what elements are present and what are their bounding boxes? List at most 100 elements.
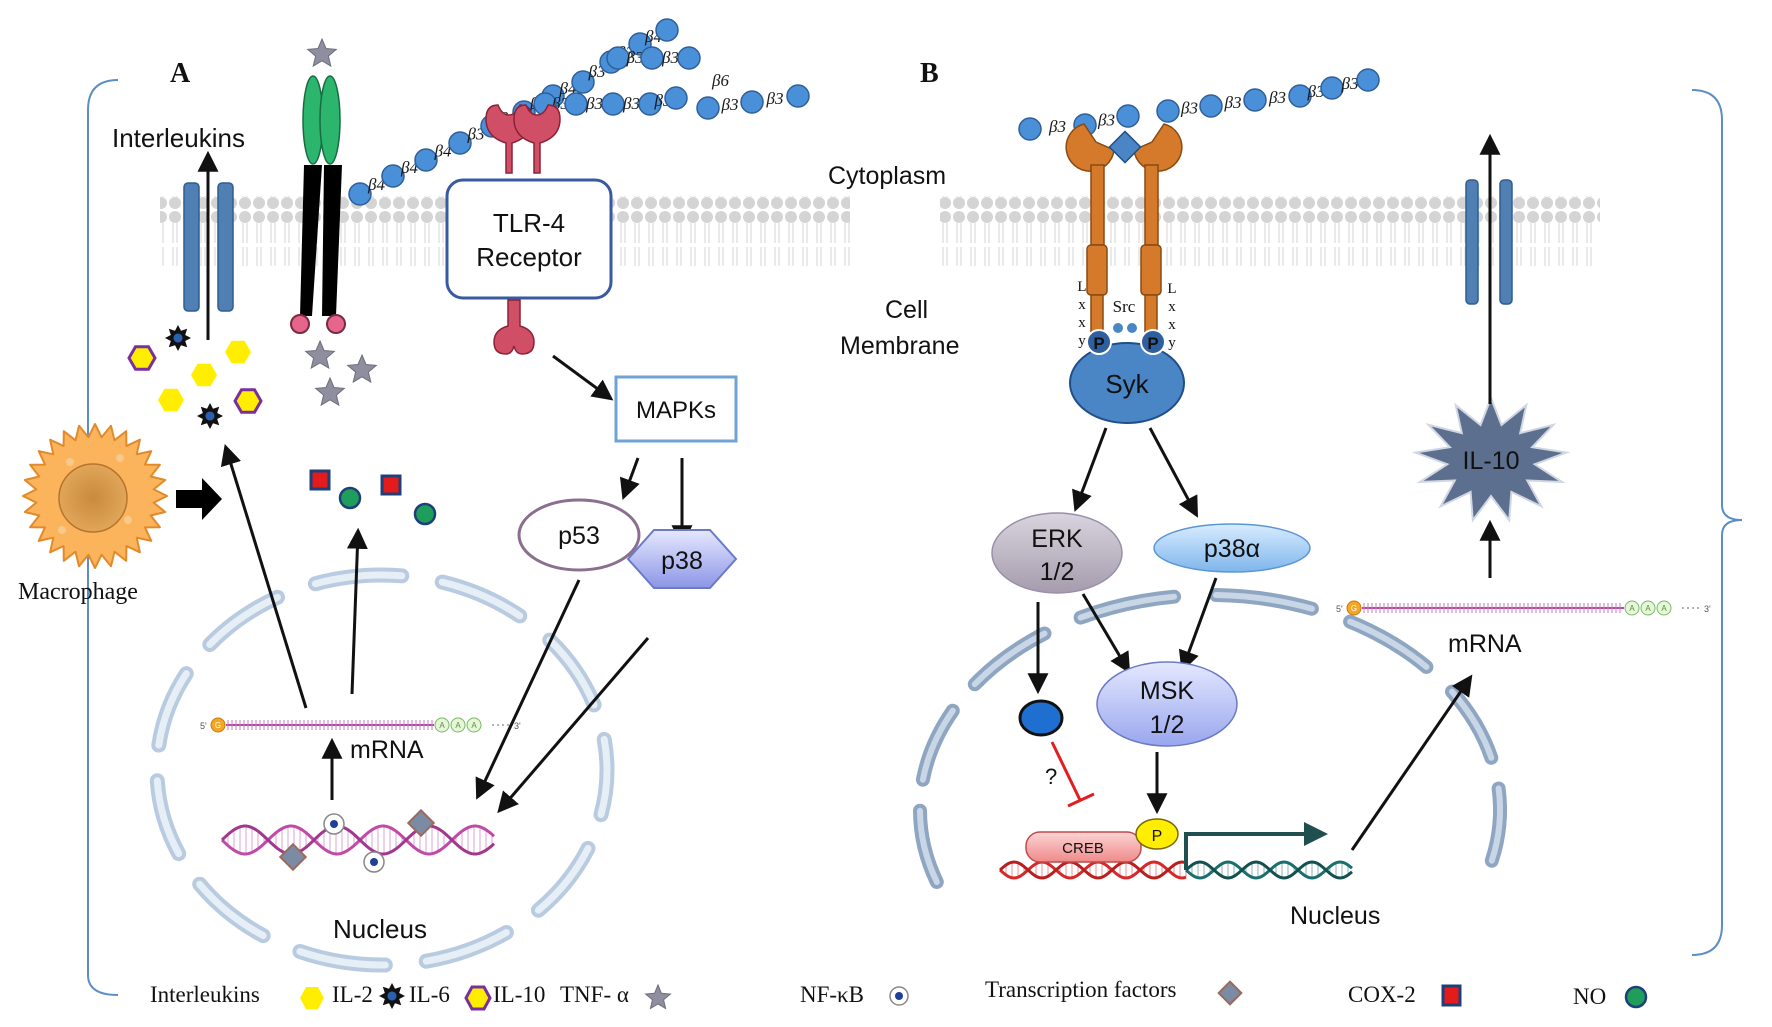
- mapks-to-p53-arrow: [619, 457, 640, 500]
- glucan-bead-icon: [1199, 94, 1223, 118]
- glucan-linkage-label: β3: [1097, 111, 1115, 130]
- il2-icon: [225, 340, 251, 364]
- il-channel-left: [183, 182, 200, 312]
- mrna-cap-label: G: [215, 721, 221, 730]
- transcription-arrow-head-icon: [1304, 822, 1328, 846]
- polya-label: A: [439, 721, 445, 730]
- glucan-linkage-label: β3: [467, 125, 485, 144]
- mrna-label-b: mRNA: [1448, 630, 1522, 658]
- mrna-cap-icon: [1346, 600, 1362, 616]
- mapks-box: [614, 375, 738, 443]
- polya-bead-icon: [434, 717, 450, 733]
- glucan-linkage-label: β3: [1224, 93, 1242, 112]
- phospho-left-label: P: [1093, 334, 1104, 353]
- tlr4-label-line2: Receptor: [476, 242, 582, 272]
- polya-bead-icon: [466, 717, 482, 733]
- legend-no-icon: [1624, 985, 1648, 1009]
- glucan-bead-icon: [448, 131, 472, 155]
- glucan-bead-icon: [1243, 88, 1267, 112]
- legend-tf-icon: [1217, 980, 1243, 1006]
- nuclear-envelope-highlight: [534, 844, 592, 914]
- syk-label: Syk: [1105, 369, 1149, 399]
- syk-node: [1069, 342, 1185, 424]
- tlr4-receptor-box: [445, 178, 613, 300]
- glucan-bead-icon: [1116, 104, 1140, 128]
- glucan-linkage-label: β6: [711, 71, 729, 90]
- legend-tnf-icon: [644, 983, 672, 1010]
- glucan-bead-icon: [1018, 117, 1042, 141]
- p38a-to-msk-arrow: [1178, 577, 1218, 672]
- glucan-linkage-label: β4: [434, 142, 452, 161]
- tlr4-to-mapks-arrow: [552, 354, 614, 401]
- nuclear-envelope-highlight: [1488, 785, 1504, 864]
- glucan-linkage-label: β4: [367, 175, 385, 194]
- beta-glucan-chain-a: β4β4β4β3β4β4β4β3β3β4β3β3β3β3β3β3β3β3β6: [348, 18, 810, 206]
- itam-letter: x: [1168, 317, 1176, 333]
- legend-tnf-star-icon: [644, 983, 672, 1010]
- macrophage-arrow-icon: [176, 478, 222, 520]
- nuclear-envelope-highlight: [196, 880, 267, 940]
- phospho-left-icon: [1086, 329, 1112, 355]
- syk-to-erk-arrow: [1072, 427, 1108, 512]
- cytoplasm-label: Cytoplasm: [828, 162, 946, 190]
- macrophage-icon: [22, 423, 168, 569]
- il6-core: [387, 991, 397, 1001]
- dna-helix-a: [220, 824, 496, 856]
- glucan-linkage-label: β3: [721, 95, 739, 114]
- legend-il2-icon: [300, 987, 324, 1009]
- il10-burst-shape: [1411, 395, 1571, 523]
- unknown-factor-node: [1018, 699, 1064, 737]
- glucan-bead-icon: [1356, 68, 1380, 92]
- panel-a-letter: A: [170, 58, 191, 89]
- glucan-bead-icon: [786, 84, 810, 108]
- p38-label: p38: [661, 547, 703, 575]
- nuclear-envelope-highlight: [1347, 618, 1430, 670]
- macrophage-label: Macrophage: [18, 579, 138, 605]
- creb-node: [1025, 831, 1142, 863]
- itam-letter: y: [1168, 335, 1176, 351]
- legend-tnf: TNF- α: [560, 982, 629, 1007]
- legend-il10: IL-10: [493, 982, 545, 1007]
- legend-il10-icon: [464, 985, 492, 1011]
- nuclear-envelope-highlight: [919, 707, 956, 783]
- polya-bead-icon: [1640, 600, 1656, 616]
- mrna-three-prime: 3': [1704, 604, 1711, 614]
- syk-to-p38a-arrow: [1148, 427, 1198, 518]
- inhibition-line: [1050, 741, 1095, 808]
- msk-node: [1096, 661, 1238, 747]
- cox2-no-products: [309, 469, 437, 526]
- macrophage-vesicle: [116, 454, 124, 462]
- erk-to-msk-arrow: [1081, 593, 1131, 674]
- polya-label: A: [471, 721, 477, 730]
- il-channel-right: [217, 182, 234, 312]
- phospho-right-label: P: [1147, 334, 1158, 353]
- nfkb-and-tf-on-dna: [278, 808, 436, 873]
- il2-icon: [191, 363, 217, 387]
- glucan-bead-icon: [348, 182, 372, 206]
- tlr4-receptor-icon: [485, 104, 561, 355]
- erk-label-line2: 1/2: [1040, 558, 1075, 586]
- glucan-bead-icon: [1156, 99, 1180, 123]
- tnf-star-icon: [314, 376, 346, 407]
- tnf-star-icon: [306, 37, 338, 68]
- tlr4-label-line1: TLR-4: [493, 208, 565, 238]
- polya-bead-icon: [1656, 600, 1672, 616]
- p38-node: [626, 529, 738, 589]
- src-dot-left: [1113, 323, 1123, 333]
- macrophage-vesicle: [58, 526, 66, 534]
- glucan-linkage-label: β3: [766, 89, 784, 108]
- panel-b-bracket: [1691, 89, 1743, 956]
- glucan-bead-icon: [381, 164, 405, 188]
- legend-il6-icon: [379, 983, 405, 1009]
- itam-letter: x: [1078, 315, 1086, 331]
- glucan-bead-icon: [655, 18, 679, 42]
- itam-letter: x: [1078, 297, 1086, 313]
- glucan-bead-icon: [571, 70, 595, 94]
- nuclear-envelope-highlight: [155, 670, 190, 749]
- glucan-bead-icon: [696, 96, 720, 120]
- glucan-linkage-label: β3: [626, 48, 644, 67]
